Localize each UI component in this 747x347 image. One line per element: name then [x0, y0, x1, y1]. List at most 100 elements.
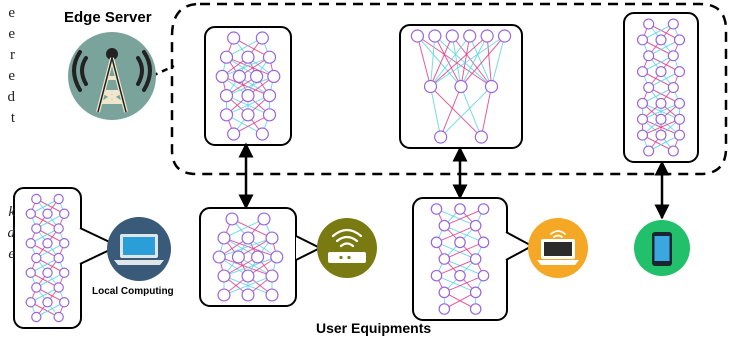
network-node: [215, 69, 229, 84]
network-node: [673, 66, 686, 78]
network-node: [265, 269, 279, 283]
network-node: [454, 79, 468, 94]
network-edge: [430, 86, 442, 138]
ue1-model-panel: [199, 207, 297, 307]
network-node: [232, 69, 246, 84]
network-edge: [36, 272, 65, 288]
network-node: [643, 18, 655, 30]
laptop-wifi-icon: [528, 218, 588, 278]
network-edge: [36, 228, 65, 244]
network-edge: [430, 35, 471, 87]
network-edge: [444, 241, 484, 260]
network-edge: [416, 35, 431, 87]
text-fragment-line: t: [10, 110, 15, 126]
network-node: [262, 50, 277, 64]
network-edge: [480, 86, 492, 138]
network-node: [636, 129, 649, 141]
network-edge: [219, 256, 273, 277]
network-node: [430, 203, 443, 215]
network-node: [477, 236, 490, 249]
model-panel-frame: [204, 26, 292, 146]
network-edge: [460, 35, 505, 87]
network-edge: [434, 35, 492, 87]
network-edge: [642, 134, 674, 152]
wifi-router-icon: [317, 218, 377, 278]
network-edge: [226, 95, 270, 116]
network-edge: [642, 71, 674, 88]
network-node: [477, 269, 490, 282]
edge-server-label: Edge Server: [64, 9, 152, 26]
network-node: [636, 66, 649, 78]
network-edge: [231, 218, 273, 239]
network-node: [53, 311, 64, 323]
network-node: [438, 219, 451, 232]
network-edge: [36, 287, 65, 303]
network-node: [454, 203, 466, 215]
network-node: [31, 311, 42, 323]
network-edge: [233, 37, 270, 58]
network-edge: [30, 198, 59, 215]
network-node: [219, 88, 234, 103]
network-node: [469, 303, 482, 315]
text-fragment-line: e: [8, 68, 15, 84]
network-node: [636, 34, 649, 46]
network-node: [636, 113, 649, 125]
network-node: [655, 66, 667, 78]
network-edge: [648, 23, 680, 41]
network-node: [454, 269, 466, 282]
network-node: [255, 31, 269, 45]
network-node: [434, 130, 448, 144]
network-edge: [223, 256, 277, 277]
network-edge: [436, 275, 476, 293]
network-node: [251, 250, 265, 264]
network-node: [241, 288, 255, 302]
network-node: [423, 79, 438, 94]
network-edge: [233, 114, 270, 135]
network-edge: [486, 35, 492, 87]
network-node: [219, 50, 234, 64]
network-node: [25, 267, 36, 278]
network-edge: [36, 257, 65, 274]
network-edge: [430, 86, 482, 138]
network-node: [262, 88, 277, 103]
user-equipments-label: User Equipments: [316, 320, 432, 336]
network-node: [59, 238, 70, 249]
network-node: [643, 145, 655, 157]
network-node: [469, 219, 482, 232]
network-node: [25, 238, 36, 249]
network-node: [53, 223, 64, 234]
network-edge: [430, 35, 488, 87]
network-node: [212, 250, 226, 264]
network-edge: [648, 39, 680, 57]
network-node: [438, 286, 451, 299]
network-edge: [648, 87, 680, 104]
network-edge: [460, 35, 471, 87]
text-fragment-line: d: [7, 89, 16, 105]
network-edge: [460, 86, 482, 138]
network-edge: [36, 242, 65, 259]
network-node: [477, 203, 490, 215]
network-node: [59, 208, 70, 219]
network-node: [438, 303, 451, 315]
network-node: [497, 29, 512, 43]
network-node: [643, 50, 655, 62]
network-node: [241, 269, 255, 283]
network-node: [241, 231, 255, 245]
network-edge: [222, 56, 270, 77]
network-edge: [226, 114, 263, 135]
network-edge: [642, 39, 674, 57]
network-node: [430, 236, 443, 249]
network-edge: [469, 35, 492, 87]
network-node: [428, 29, 442, 43]
network-edge: [222, 75, 270, 97]
network-edge: [444, 291, 476, 310]
network-node: [217, 269, 231, 283]
network-node: [643, 81, 655, 94]
cell-tower-icon: [68, 32, 156, 120]
text-fragment-line: e: [8, 246, 15, 262]
network-edge: [430, 35, 505, 87]
edge-model-panel-1: [204, 26, 292, 146]
edge-model-panel-3: [623, 12, 699, 163]
network-edge: [642, 87, 674, 104]
